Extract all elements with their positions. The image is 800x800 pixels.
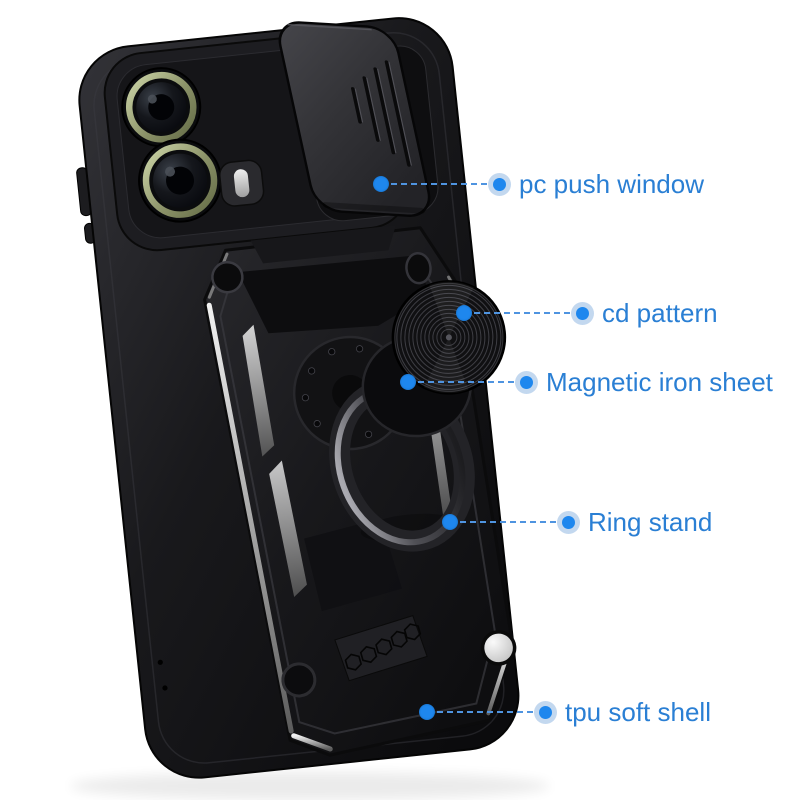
plate-screw-hole-left	[211, 260, 244, 294]
callout-label: pc push window	[519, 169, 704, 199]
feature-marker-dot	[373, 176, 389, 192]
plate-corner-silver-button	[480, 630, 517, 666]
cd-pattern-disc	[391, 280, 507, 395]
callout-dashed-line	[460, 521, 556, 523]
callout-label: Ring stand	[588, 507, 713, 537]
callout-label-dot	[576, 306, 589, 320]
slide-cover-grip-lines	[351, 60, 411, 167]
ground-shadow	[70, 772, 550, 800]
callout-dashed-line	[418, 381, 514, 383]
callout-dashed-line	[474, 312, 570, 314]
plate-upper-recess	[237, 255, 432, 334]
case-pinhole	[162, 685, 168, 691]
callout-label-dot	[520, 375, 533, 389]
callout-label-dot	[539, 705, 552, 719]
callout-dashed-line	[391, 183, 487, 185]
plate-hanging-hole-right	[405, 251, 432, 285]
camera-lens-lower	[138, 138, 223, 223]
case-pinhole	[157, 659, 163, 665]
camera-lens-upper	[121, 67, 202, 148]
plate-lower-recess	[304, 518, 402, 612]
flash-window	[218, 159, 265, 207]
feature-marker-dot	[400, 374, 416, 390]
callout-magnetic-iron-sheet: Magnetic iron sheet	[400, 366, 773, 398]
callout-label: Magnetic iron sheet	[546, 367, 773, 397]
callout-dashed-line	[437, 711, 533, 713]
callout-pc-push-window: pc push window	[373, 168, 704, 200]
callout-cd-pattern: cd pattern	[456, 297, 718, 329]
hexagon-texture	[334, 615, 428, 682]
callout-label: cd pattern	[602, 298, 718, 328]
callout-tpu-soft-shell: tpu soft shell	[419, 696, 711, 728]
camera-slide-cover	[278, 21, 431, 217]
feature-marker-dot	[442, 514, 458, 530]
plate-corner-dark-button	[281, 662, 317, 698]
feature-marker-dot	[456, 305, 472, 321]
callout-ring-stand: Ring stand	[442, 506, 712, 538]
callout-label: tpu soft shell	[565, 697, 711, 727]
callout-label-dot	[493, 177, 506, 191]
callout-label-dot	[562, 515, 575, 529]
feature-marker-dot	[419, 704, 435, 720]
